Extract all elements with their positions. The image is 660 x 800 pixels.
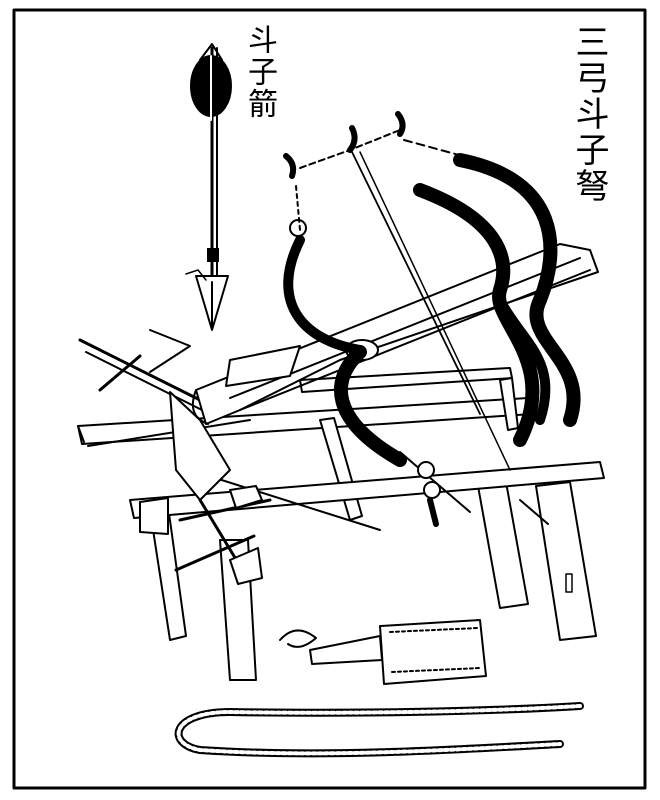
title-label-crossbow: 三弓斗子弩 [569, 24, 609, 204]
page-frame [12, 8, 647, 790]
rope-illustration [174, 702, 584, 758]
label-arrow: 斗子箭 [242, 24, 277, 120]
trigger-fitting [279, 619, 487, 685]
bow-strings [295, 129, 511, 471]
crossbow-bows [283, 111, 581, 527]
arrow-illustration [185, 43, 232, 331]
windlass-mechanism [78, 329, 272, 585]
